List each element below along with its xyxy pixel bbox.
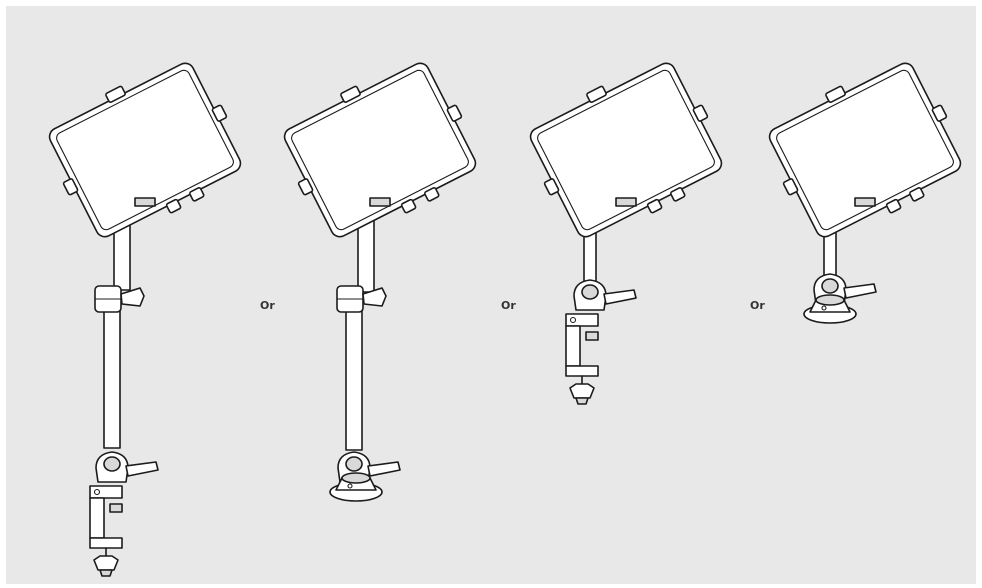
mount-option-1 [34,48,256,577]
or-separator-1: Or [260,299,275,312]
or-separator-3: Or [750,299,765,312]
or-separator-2: Or [501,299,516,312]
mount-option-2 [269,48,491,502]
